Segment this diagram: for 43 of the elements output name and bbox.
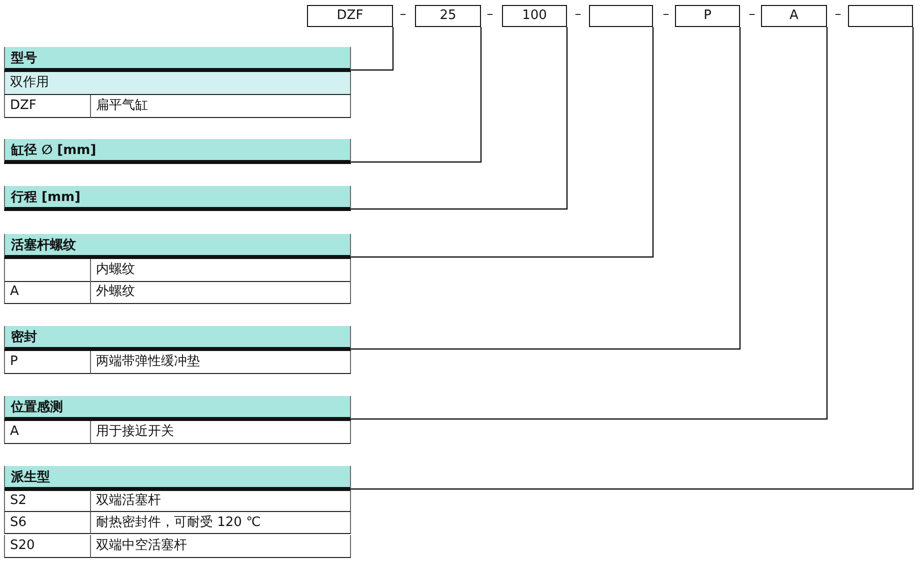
code-field: 25 [415,5,481,27]
section-header: 缸径 ∅ [mm] [4,139,351,164]
section-header: 型号 [4,47,351,72]
option-description: 双端活塞杆 [90,490,351,512]
option-code: S20 [4,535,90,558]
separator-dash: – [834,7,842,22]
code-field: A [761,5,827,27]
leader-line [351,27,914,490]
section-header: 活塞杆螺纹 [4,234,351,259]
separator-dash: – [486,7,494,22]
option-description: 双端中空活塞杆 [90,535,351,558]
option-code: P [4,351,90,374]
option-description: 外螺纹 [90,281,351,304]
code-field: 100 [502,5,567,27]
option-code: S6 [4,512,90,534]
code-field: DZF [307,5,393,27]
option-description: 用于接近开关 [90,421,351,444]
option-description: 两端带弹性缓冲垫 [90,351,351,374]
leader-line [351,27,828,420]
option-code: A [4,281,90,304]
option-code: DZF [4,95,90,118]
option-description: 扁平气缸 [90,95,351,118]
section-header: 位置感测 [4,396,351,421]
separator-dash: – [398,7,408,22]
section-header: 行程 [mm] [4,186,351,211]
section-header: 派生型 [4,466,351,491]
option-code: A [4,421,90,444]
leader-line [351,27,568,210]
leader-line [351,27,394,71]
option-description: 耐热密封件，可耐受 120 ℃ [90,512,351,534]
option-code: S2 [4,490,90,512]
separator-dash: – [574,7,582,22]
section-header: 密封 [4,326,351,351]
separator-dash: – [662,7,670,22]
leader-line [351,27,741,350]
leader-line [351,27,482,163]
leader-line [351,27,654,258]
separator-dash: – [748,7,756,22]
empty-code-field [589,5,653,27]
option-description: 内螺纹 [90,259,351,282]
code-field: P [675,5,740,27]
empty-code-field [848,5,913,27]
variant-text: 双作用 [4,72,351,95]
